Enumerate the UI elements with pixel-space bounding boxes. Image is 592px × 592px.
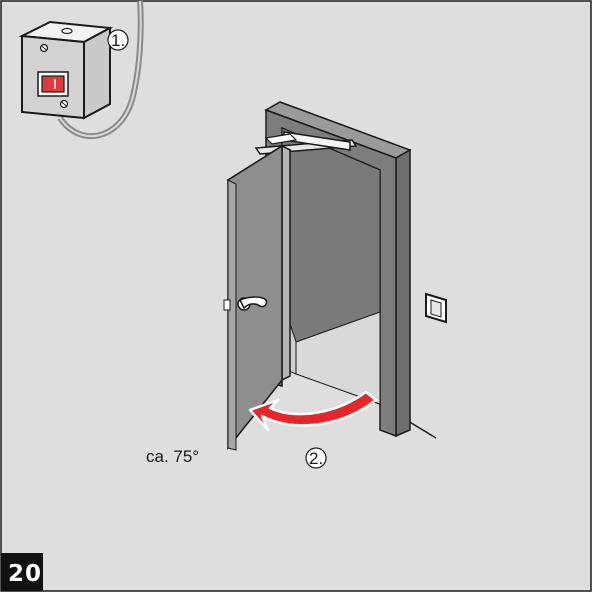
step-two-marker: 2. (305, 447, 327, 469)
step-one-marker: 1. (107, 29, 129, 51)
switch-box-icon (18, 20, 114, 120)
wall-plate-icon (425, 292, 447, 324)
step-one-label: 1. (111, 31, 125, 50)
door-handle-icon (223, 296, 268, 311)
opening-angle-label: ca. 75° (146, 447, 199, 466)
step-two-label: 2. (309, 449, 323, 468)
page-number: 20 (8, 561, 42, 587)
switch-toggle (41, 75, 65, 93)
page-number-tag (1, 553, 43, 591)
close-door-arrow-icon (248, 390, 378, 432)
